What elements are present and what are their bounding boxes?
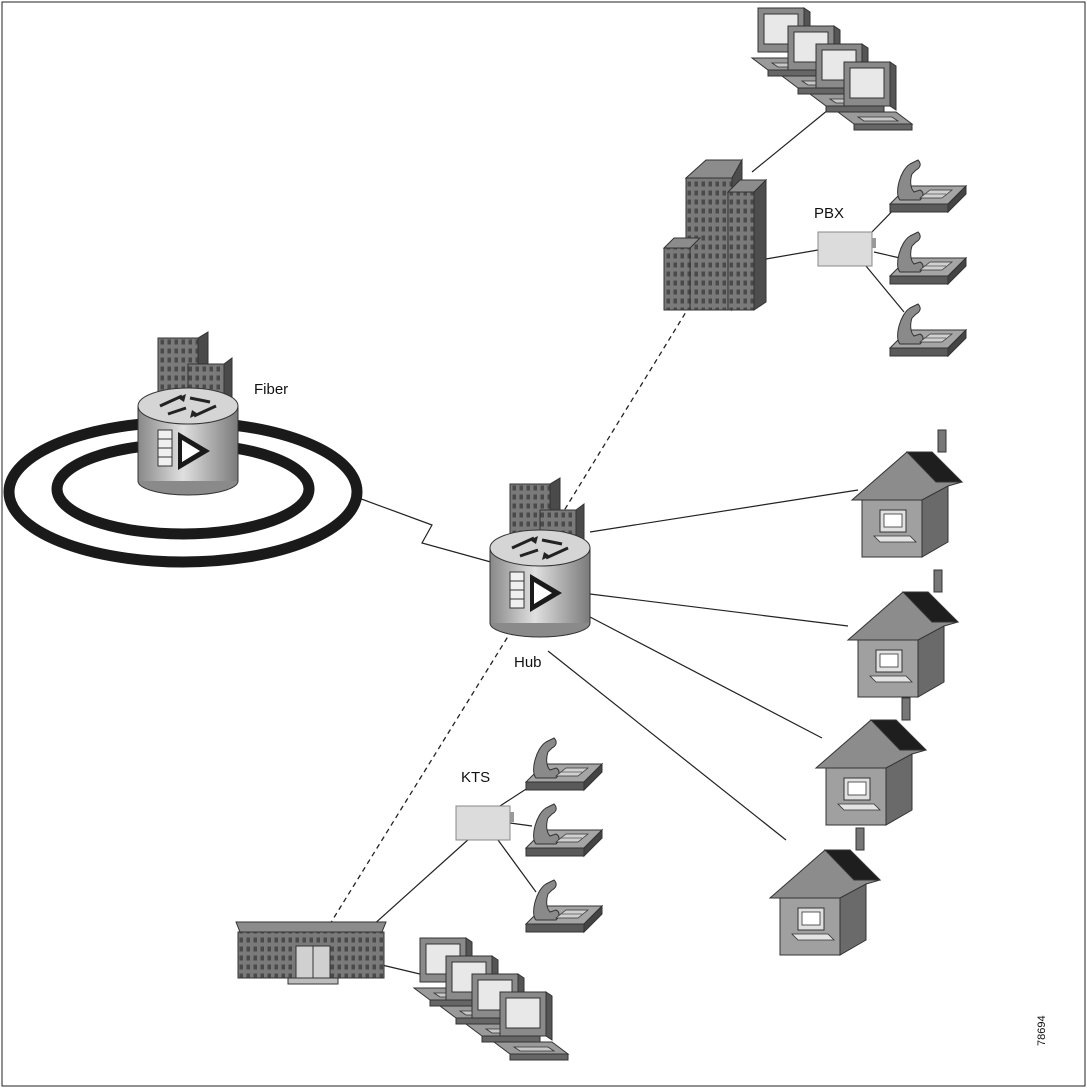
computer-icon bbox=[493, 991, 569, 1061]
links bbox=[329, 109, 907, 976]
dashed-link-branch bbox=[329, 629, 513, 925]
link-pbx-phone-2 bbox=[873, 251, 901, 259]
dashed-link-headquarters bbox=[545, 311, 687, 541]
link-branch-computers bbox=[381, 964, 425, 976]
link-home-1 bbox=[589, 489, 859, 533]
kts-box-icon bbox=[455, 805, 514, 841]
house-icon bbox=[769, 827, 881, 956]
link-hq-computers bbox=[751, 109, 829, 173]
kts-phones bbox=[525, 737, 603, 933]
link-pbx-phone-3 bbox=[865, 265, 905, 313]
link-kts-phone-2 bbox=[509, 822, 533, 827]
fiber-router-icon bbox=[136, 386, 240, 497]
link-home-2 bbox=[589, 593, 849, 627]
telephone-icon bbox=[889, 159, 967, 213]
figure-number: 78694 bbox=[1036, 1015, 1048, 1046]
branch-computers bbox=[413, 937, 569, 1061]
link-home-3 bbox=[589, 616, 823, 739]
pbx-label: PBX bbox=[814, 205, 844, 222]
link-home-4 bbox=[547, 650, 787, 841]
house-icon bbox=[847, 569, 959, 698]
house-icon bbox=[851, 429, 963, 558]
office-tower-icon bbox=[662, 158, 768, 312]
telephone-icon bbox=[889, 303, 967, 357]
branch-building-icon bbox=[235, 921, 387, 985]
kts-label: KTS bbox=[461, 769, 490, 786]
link-hq-pbx bbox=[765, 249, 819, 260]
computer-icon bbox=[837, 61, 913, 131]
link-branch-kts bbox=[371, 837, 471, 927]
hub-router-icon bbox=[488, 528, 592, 639]
fiber-label: Fiber bbox=[254, 381, 288, 398]
pbx-box-icon bbox=[817, 231, 876, 267]
hq-computers bbox=[751, 7, 913, 131]
pbx-phones bbox=[889, 159, 967, 357]
telephone-icon bbox=[889, 231, 967, 285]
telephone-icon bbox=[525, 737, 603, 791]
serial-link bbox=[355, 496, 499, 565]
house-icon bbox=[815, 697, 927, 826]
hub-label: Hub bbox=[514, 654, 542, 671]
telephone-icon bbox=[525, 879, 603, 933]
telephone-icon bbox=[525, 803, 603, 857]
link-kts-phone-3 bbox=[497, 839, 537, 893]
